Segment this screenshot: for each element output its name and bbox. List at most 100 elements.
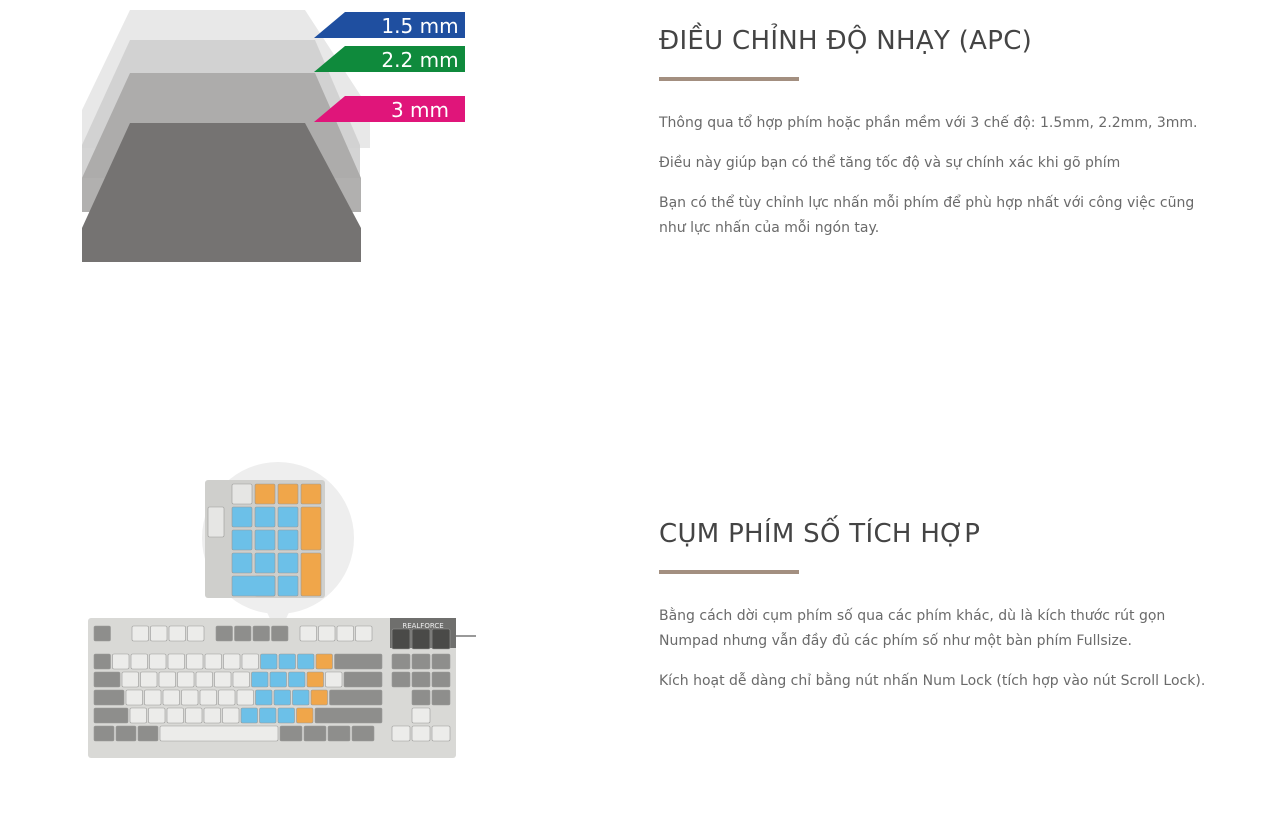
key bbox=[431, 671, 451, 688]
key bbox=[204, 653, 222, 670]
label-2-2mm-bg bbox=[314, 46, 465, 72]
key bbox=[299, 625, 317, 642]
key bbox=[231, 506, 253, 528]
key bbox=[231, 552, 253, 574]
key bbox=[329, 689, 383, 706]
key bbox=[306, 671, 324, 688]
key bbox=[232, 671, 250, 688]
key bbox=[254, 529, 276, 551]
key bbox=[296, 707, 314, 724]
key bbox=[150, 625, 168, 642]
keyboard-illustration: REALFORCE bbox=[80, 458, 480, 758]
key bbox=[355, 625, 373, 642]
apc-heading: ĐIỀU CHỈNH ĐỘ NHẠY (APC) bbox=[659, 26, 1033, 56]
key bbox=[231, 575, 276, 597]
key bbox=[260, 653, 278, 670]
heading-underline bbox=[659, 570, 799, 574]
key bbox=[277, 552, 299, 574]
numpad-section: REALFORCE CỤM PHÍM SỐ TÍCH HỢP Bằng cách… bbox=[0, 450, 1276, 814]
label-3mm-bg bbox=[314, 96, 465, 122]
key bbox=[411, 628, 431, 650]
key bbox=[115, 725, 137, 742]
key bbox=[277, 483, 299, 505]
key bbox=[327, 725, 351, 742]
key bbox=[218, 689, 236, 706]
key bbox=[177, 671, 195, 688]
key bbox=[269, 671, 287, 688]
key bbox=[431, 689, 451, 706]
key bbox=[185, 707, 203, 724]
key bbox=[300, 552, 322, 597]
key bbox=[431, 725, 451, 742]
key bbox=[310, 689, 328, 706]
key bbox=[411, 707, 431, 724]
key bbox=[411, 653, 431, 670]
numpad-paragraph: Bằng cách dời cụm phím số qua các phím k… bbox=[659, 608, 1166, 649]
apc-section: 1.5 mm 2.2 mm 3 mm ĐIỀU CHỈNH ĐỘ NHẠY (A… bbox=[0, 0, 1276, 300]
key bbox=[181, 689, 199, 706]
key bbox=[168, 625, 186, 642]
key bbox=[334, 653, 383, 670]
heading-underline bbox=[659, 77, 799, 81]
label-1-5mm-bg bbox=[314, 12, 465, 38]
key bbox=[297, 653, 315, 670]
zoomed-numpad-keys bbox=[207, 483, 322, 597]
keyboard-keys bbox=[93, 625, 451, 742]
key bbox=[325, 671, 343, 688]
key bbox=[303, 725, 327, 742]
brand-text: REALFORCE bbox=[402, 622, 443, 630]
apc-paragraph: Bạn có thể tùy chỉnh lực nhấn mỗi phím đ… bbox=[659, 195, 1195, 236]
key bbox=[300, 483, 322, 505]
key bbox=[162, 689, 180, 706]
key bbox=[273, 689, 291, 706]
key bbox=[166, 707, 184, 724]
key bbox=[140, 671, 158, 688]
key bbox=[214, 671, 232, 688]
key bbox=[255, 689, 273, 706]
key bbox=[203, 707, 221, 724]
apc-text: ĐIỀU CHỈNH ĐỘ NHẠY (APC) Thông qua tổ hợ… bbox=[659, 25, 1219, 241]
key bbox=[125, 689, 143, 706]
key bbox=[254, 483, 276, 505]
key bbox=[336, 625, 354, 642]
key bbox=[231, 529, 253, 551]
key bbox=[277, 529, 299, 551]
key bbox=[159, 725, 279, 742]
key bbox=[411, 689, 431, 706]
key bbox=[254, 506, 276, 528]
key bbox=[240, 707, 258, 724]
key bbox=[93, 689, 125, 706]
key bbox=[351, 725, 375, 742]
key bbox=[137, 725, 159, 742]
apc-paragraph: Thông qua tổ hợp phím hoặc phần mềm với … bbox=[659, 115, 1198, 131]
apc-paragraph: Điều này giúp bạn có thể tăng tốc độ và … bbox=[659, 155, 1121, 171]
label-1-5mm: 1.5 mm bbox=[381, 14, 458, 38]
key bbox=[112, 653, 130, 670]
key-layer-4 bbox=[82, 123, 361, 262]
key bbox=[391, 653, 411, 670]
key bbox=[277, 506, 299, 528]
key bbox=[93, 625, 111, 642]
key bbox=[129, 707, 147, 724]
label-3mm: 3 mm bbox=[391, 98, 449, 122]
key bbox=[343, 671, 383, 688]
key bbox=[241, 653, 259, 670]
key bbox=[318, 625, 336, 642]
key bbox=[148, 707, 166, 724]
key bbox=[411, 671, 431, 688]
key bbox=[277, 575, 299, 597]
key bbox=[158, 671, 176, 688]
key bbox=[252, 625, 270, 642]
key bbox=[431, 653, 451, 670]
key bbox=[186, 653, 204, 670]
key bbox=[251, 671, 269, 688]
key bbox=[292, 689, 310, 706]
key bbox=[121, 671, 139, 688]
key bbox=[391, 628, 411, 650]
key bbox=[187, 625, 205, 642]
key bbox=[277, 707, 295, 724]
key bbox=[278, 653, 296, 670]
key bbox=[93, 707, 129, 724]
key bbox=[215, 625, 233, 642]
key bbox=[254, 552, 276, 574]
